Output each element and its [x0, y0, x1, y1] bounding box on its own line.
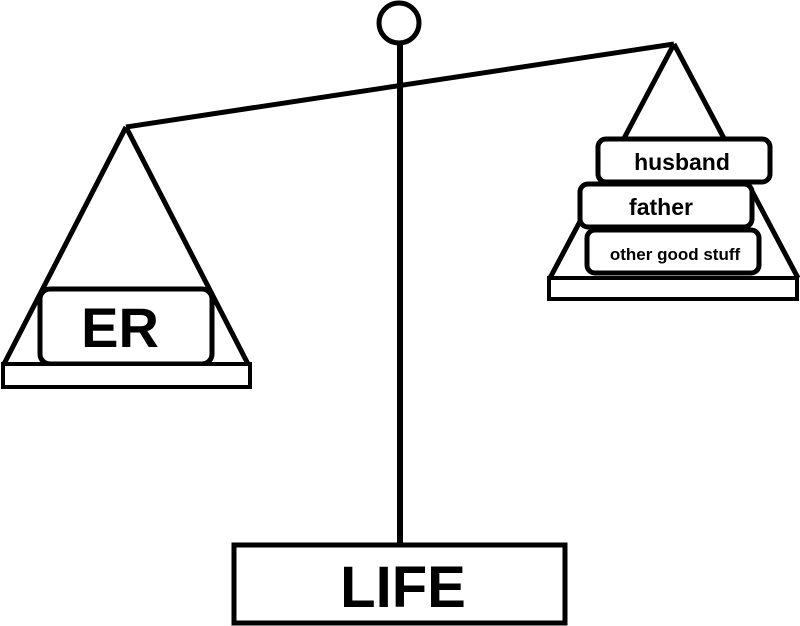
left-pan-plate: [1, 362, 252, 389]
scale-base: [231, 542, 568, 626]
pivot-knob: [376, 0, 422, 46]
right-weight-label-other: other good stuff: [610, 245, 741, 264]
right-weight-box-father: [577, 181, 755, 230]
left-hanger-line: [123, 125, 251, 366]
right-weight-box-other: [584, 227, 762, 276]
left-weight-label: ER: [81, 296, 159, 359]
right-pan-plate: [547, 276, 799, 301]
right-weight-label-father: father: [629, 194, 693, 220]
scale-base-label: LIFE: [340, 555, 466, 620]
balance-beam: [125, 41, 675, 130]
left-hanger-line: [1, 125, 129, 366]
right-weight-label-husband: husband: [634, 149, 730, 175]
